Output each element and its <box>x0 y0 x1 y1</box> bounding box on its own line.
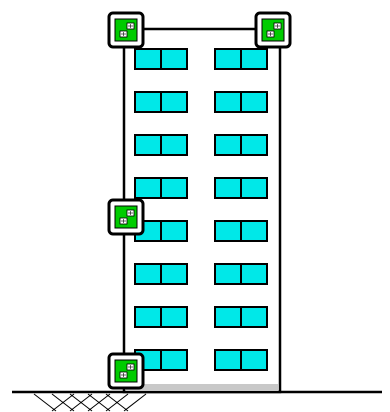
window-pane <box>215 178 241 198</box>
window-pane <box>215 92 241 112</box>
sensor-module-icon <box>109 354 143 388</box>
window-pane <box>161 178 187 198</box>
building-base <box>126 384 278 391</box>
window-pane <box>161 92 187 112</box>
window-pane <box>241 350 267 370</box>
window <box>215 178 267 198</box>
window-pane <box>241 264 267 284</box>
sensor-module-icon <box>256 13 290 47</box>
window-pane <box>241 92 267 112</box>
window-pane <box>135 49 161 69</box>
hatch-stroke <box>124 394 146 411</box>
sensor-board <box>262 19 284 41</box>
sensor-chip <box>120 218 127 224</box>
sensor-chip <box>127 210 134 216</box>
window-pane <box>161 264 187 284</box>
window <box>215 221 267 241</box>
window-pane <box>215 307 241 327</box>
window <box>135 135 187 155</box>
window <box>215 350 267 370</box>
sensor-chip <box>127 364 134 370</box>
window-pane <box>161 221 187 241</box>
sensor-board <box>115 360 137 382</box>
window <box>215 49 267 69</box>
window-pane <box>215 49 241 69</box>
window <box>135 264 187 284</box>
window-pane <box>241 221 267 241</box>
window-pane <box>241 307 267 327</box>
window-pane <box>241 49 267 69</box>
sensor-chip <box>120 31 127 37</box>
window <box>215 135 267 155</box>
window <box>135 307 187 327</box>
window <box>215 92 267 112</box>
building <box>124 29 280 392</box>
window <box>135 178 187 198</box>
window-pane <box>135 307 161 327</box>
ground <box>12 392 382 411</box>
window-pane <box>241 178 267 198</box>
window <box>215 307 267 327</box>
window-pane <box>135 178 161 198</box>
hatch-stroke <box>34 394 56 411</box>
sensor-chip <box>120 372 127 378</box>
window-pane <box>215 350 241 370</box>
window-pane <box>215 135 241 155</box>
window-pane <box>135 92 161 112</box>
window-pane <box>215 264 241 284</box>
ground-hatch-icon <box>34 394 146 411</box>
sensor-chip <box>274 23 281 29</box>
sensor-board <box>115 206 137 228</box>
window-pane <box>161 49 187 69</box>
window-pane <box>161 307 187 327</box>
building-body <box>124 29 280 392</box>
window <box>135 49 187 69</box>
window-pane <box>135 264 161 284</box>
window-pane <box>161 135 187 155</box>
sensor-chip <box>267 31 274 37</box>
sensor-chip <box>127 23 134 29</box>
window-pane <box>241 135 267 155</box>
window-pane <box>161 350 187 370</box>
window <box>135 92 187 112</box>
window-pane <box>135 135 161 155</box>
sensor-board <box>115 19 137 41</box>
sensor-module-icon <box>109 200 143 234</box>
window-pane <box>215 221 241 241</box>
sensor-module-icon <box>109 13 143 47</box>
window <box>215 264 267 284</box>
